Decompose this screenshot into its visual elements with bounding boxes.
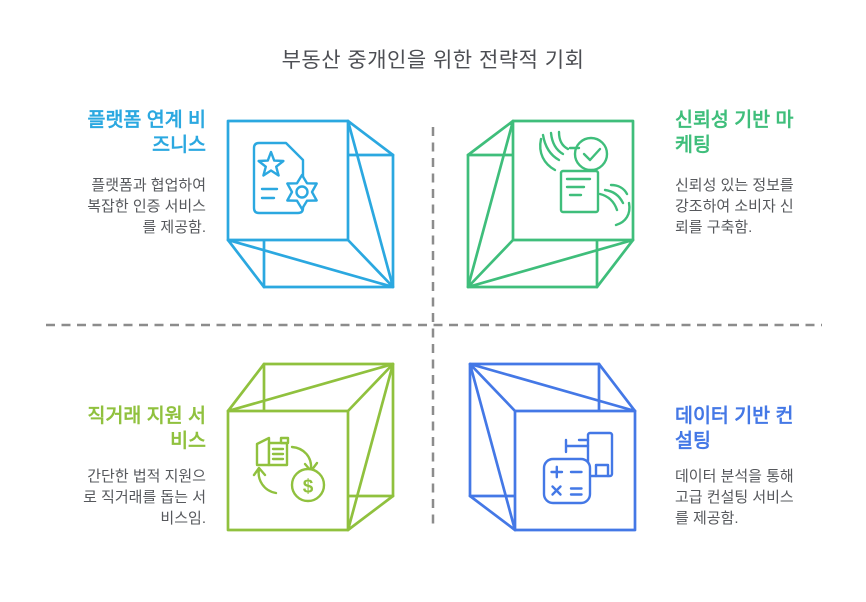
box-front-face	[226, 119, 350, 242]
hands-document-check-icon	[539, 130, 631, 227]
box-edges	[226, 119, 395, 289]
platform-box-illustration	[226, 119, 395, 289]
data-consulting-box-illustration	[468, 362, 637, 532]
box-edges	[468, 362, 637, 532]
direct-trade-box-illustration: $	[226, 362, 395, 532]
heading-platform-business: 플랫폼 연계 비 즈니스	[87, 109, 206, 157]
dollar-sign: $	[303, 477, 314, 498]
currency-exchange-icon: $	[252, 436, 326, 503]
page-title: 부동산 중개인을 위한 전략적 기회	[281, 49, 585, 72]
description-data-consulting: 데이터 분석을 통해 고급 컨설팅 서비스 를 제공함.	[675, 468, 794, 527]
heading-data-consulting: 데이터 기반 컨 설팅	[675, 405, 794, 453]
calculator-document-icon	[542, 431, 614, 505]
description-trust-marketing: 신뢰성 있는 정보를 강조하여 소비자 신 뢰를 구축함.	[675, 177, 794, 236]
heading-trust-marketing: 신뢰성 기반 마 케팅	[675, 109, 794, 157]
description-direct-trade: 간단한 법적 지원으 로 직거래를 돕는 서 비스임.	[83, 468, 206, 527]
document-gear-icon	[252, 141, 318, 215]
box-edges	[226, 362, 395, 532]
box-front-face	[226, 409, 350, 532]
trust-box-illustration	[466, 119, 635, 289]
heading-direct-trade: 직거래 지원 서 비스	[87, 405, 206, 453]
box-edges	[466, 119, 635, 289]
description-platform-business: 플랫폼과 협업하여 복잡한 인증 서비스 를 제공함.	[87, 177, 206, 236]
